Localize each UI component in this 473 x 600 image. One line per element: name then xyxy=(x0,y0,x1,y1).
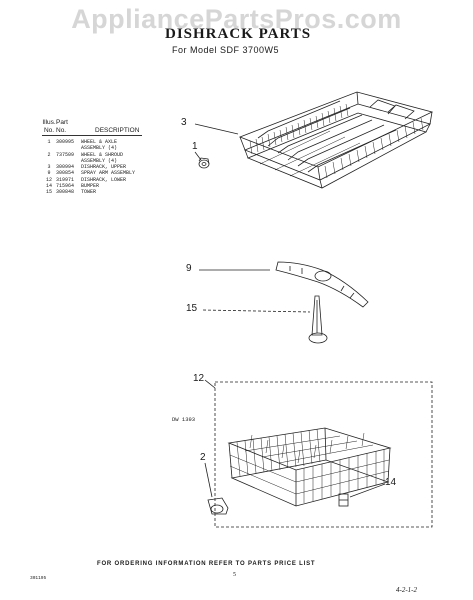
tower-drawing xyxy=(308,295,328,344)
upper-dishrack-drawing xyxy=(238,91,434,189)
part-no-cell: 300854 xyxy=(56,170,75,177)
lower-dishrack-drawing xyxy=(227,427,392,507)
wheel-axle-drawing xyxy=(198,157,210,169)
description-cell: SPRAY ARM ASSEMBLY xyxy=(81,170,136,177)
header-cell: Part xyxy=(56,119,68,126)
spray-arm-drawing xyxy=(275,261,369,308)
callout-9: 9 xyxy=(186,263,192,274)
illus-no-cell: 12 xyxy=(45,176,52,183)
part-no-cell: 319971 xyxy=(56,176,75,183)
wheel-shroud-drawing xyxy=(207,497,229,515)
page-title: DISHRACK PARTS xyxy=(165,26,312,42)
table-row: 14 715964 BUMPER xyxy=(42,183,182,189)
table-header-top: Illus. Part xyxy=(42,119,182,127)
callout-3: 3 xyxy=(181,117,187,128)
table-row: 9 300854 SPRAY ARM ASSEMBLY xyxy=(42,170,182,176)
header-cell: No. xyxy=(56,126,67,134)
illus-no-cell: 1 xyxy=(47,139,51,145)
callout-12: 12 xyxy=(193,373,205,384)
description-cell: WHEEL & SHROUD xyxy=(81,151,124,158)
callout-14: 14 xyxy=(385,477,397,488)
part-no-cell: 300995 xyxy=(56,139,75,145)
header-cell: Illus. xyxy=(42,119,56,126)
signature-mark: 4-2-1-2 xyxy=(396,586,417,594)
table-row: 3 300994 DISHRACK, UPPER xyxy=(42,164,182,170)
header-cell: DESCRIPTION xyxy=(95,126,140,134)
table-header-bottom: No. No. DESCRIPTION xyxy=(42,127,182,135)
part-no-cell: 300848 xyxy=(56,189,75,196)
part-no-cell: 715964 xyxy=(56,183,75,190)
illus-no-cell: 3 xyxy=(47,164,51,171)
table-row: 15 300848 TOWER xyxy=(42,189,182,195)
table-row: ASSEMBLY (4) xyxy=(42,145,182,151)
table-row: ASSEMBLY (4) xyxy=(42,158,182,164)
description-cell: DISHRACK, UPPER xyxy=(81,164,127,171)
illus-no-cell: 2 xyxy=(47,151,51,158)
description-cell: ASSEMBLY (4) xyxy=(81,145,118,152)
ordering-note: FOR ORDERING INFORMATION REFER TO PARTS … xyxy=(97,561,316,567)
description-cell: BUMPER xyxy=(81,183,100,190)
watermark: AppliancePartsPros.com xyxy=(71,4,402,34)
description-cell: TOWER xyxy=(81,189,97,196)
bumper-drawing xyxy=(338,493,349,507)
page-number: 5 xyxy=(233,572,236,578)
header-cell: No. xyxy=(43,126,55,134)
callout-2: 2 xyxy=(200,452,206,463)
description-cell: DISHRACK, LOWER xyxy=(81,176,127,183)
description-cell: ASSEMBLY (4) xyxy=(81,157,118,164)
figure-number: DW 1393 xyxy=(172,416,196,423)
part-no-cell: 300994 xyxy=(56,164,75,171)
document-code: 301195 xyxy=(30,576,47,581)
description-cell: WHEEL & AXLE xyxy=(81,139,118,145)
illus-no-cell: 15 xyxy=(45,189,52,196)
illus-no-cell: 14 xyxy=(45,183,52,190)
table-divider xyxy=(42,135,142,136)
part-no-cell: 737509 xyxy=(56,151,75,158)
table-row: 12 319971 DISHRACK, LOWER xyxy=(42,177,182,183)
callout-15: 15 xyxy=(186,303,198,314)
callout-1: 1 xyxy=(192,141,198,152)
page-subtitle: For Model SDF 3700W5 xyxy=(172,45,280,55)
table-row: 1 300995 WHEEL & AXLE xyxy=(42,139,182,145)
illus-no-cell: 9 xyxy=(47,170,51,177)
table-row: 2 737509 WHEEL & SHROUD xyxy=(42,152,182,158)
